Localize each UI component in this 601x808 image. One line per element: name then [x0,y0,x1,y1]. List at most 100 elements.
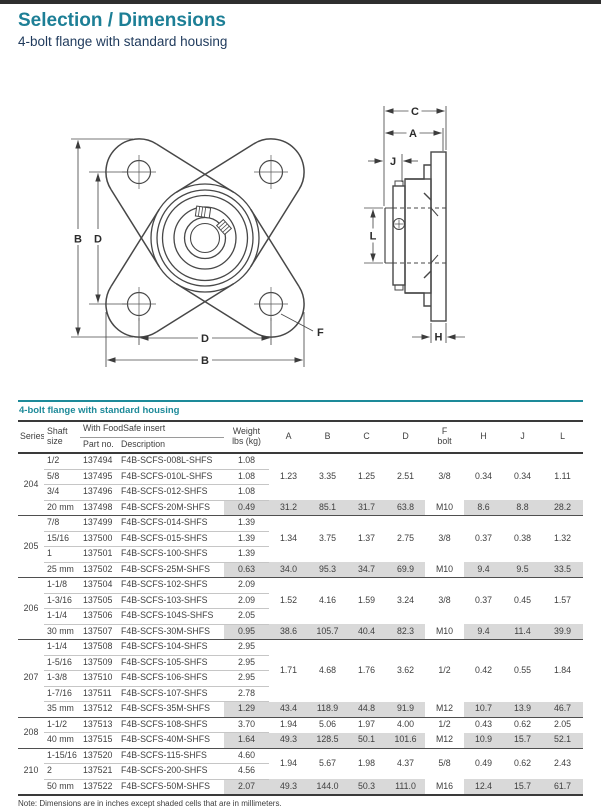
description-cell: F4B-SCFS-015-SHFS [118,531,225,547]
part-no-cell: 137499 [80,515,118,532]
shaft-size-cell: 35 mm [47,703,74,714]
shaft-size-cell: 5/8 [44,469,80,485]
description-cell: F4B-SCFS-104S-SHFS [118,608,225,625]
weight-cell: 1.29 [224,701,270,717]
side-dimension-labels: C A J L H [366,104,445,344]
dim-cell-b: 3.75 [308,515,348,562]
part-no-cell: 137510 [80,670,118,687]
dim-cell-f: 3/8 [425,577,465,624]
dim-cell-c: 1.76 [347,639,387,702]
dim-cell-c: 34.7 [347,562,387,578]
dim-cell-j: 0.38 [503,515,543,562]
weight-cell: 4.60 [224,747,270,764]
part-no-cell: 137521 [80,763,118,780]
weight-cell: 2.95 [224,639,270,656]
table-section: 4-bolt flange with standard housing Seri… [18,400,584,808]
series-cell: 206 [18,577,44,640]
dim-cell-d: 3.24 [386,577,426,624]
dim-cell-d: 4.37 [386,747,426,779]
dim-cell-j: 9.5 [503,562,543,578]
col-header-description: Description [118,437,225,454]
shaft-size-cell: 1-3/16 [44,593,80,609]
series-cell: 205 [18,515,44,578]
dim-cell-h: 0.34 [464,452,504,500]
dim-cell-c: 50.3 [347,779,387,795]
part-no-cell: 137496 [80,484,118,501]
weight-cell: 3.70 [224,716,270,733]
dim-label-J: J [390,156,396,168]
dim-cell-f: M12 [435,734,454,745]
locking-collar [392,185,406,286]
series-cell: 208 [18,716,44,748]
lower-boss-step [405,292,431,307]
leader-line-F [280,313,314,332]
col-header-A: A [269,420,309,454]
shaft-size-cell: 1-3/8 [44,670,80,687]
shaft-size-cell: 1-1/2 [44,716,80,733]
weight-cell: 1.64 [224,732,270,748]
shaft-size-cell: 25 mm [47,563,74,574]
spec-table: Series Shaft size With FoodSafe insert W… [18,420,584,796]
description-cell: F4B-SCFS-103-SHFS [118,593,225,609]
front-dimension-labels: B D D B F [71,229,324,367]
dim-cell-h: 9.4 [464,624,504,640]
dim-cell-f: M10 [435,501,454,512]
part-no-cell: 137511 [80,686,118,702]
description-cell: F4B-SCFS-108-SHFS [118,716,225,733]
dim-cell-f: M12 [435,703,454,714]
weight-cell: 2.05 [224,608,270,625]
dim-cell-l: 2.43 [542,747,584,779]
dim-cell-c: 50.1 [347,732,387,748]
dim-cell-b: 144.0 [308,779,348,795]
description-cell: F4B-SCFS-107-SHFS [118,686,225,702]
dim-cell-c: 44.8 [347,701,387,717]
part-no-cell: 137509 [80,655,118,671]
col-header-shaft-size: Shaft size [44,420,80,454]
description-cell: F4B-SCFS-105-SHFS [118,655,225,671]
weight-cell: 4.56 [224,763,270,780]
housing-circles [150,183,260,293]
dim-cell-l: 1.57 [542,577,584,624]
weight-cell: 1.39 [224,515,270,532]
dim-cell-c: 1.97 [347,716,387,733]
dim-cell-c: 1.98 [347,747,387,779]
dim-cell-b: 105.7 [308,624,348,640]
dim-cell-c: 1.37 [347,515,387,562]
dim-cell-a: 1.52 [269,577,309,624]
shaft-size-cell: 1 [44,546,80,563]
col-header-D: D [386,420,426,454]
dim-cell-l: 52.1 [542,732,584,748]
description-cell: F4B-SCFS-20M-SHFS [121,501,210,512]
description-cell: F4B-SCFS-50M-SHFS [121,780,210,791]
shaft-size-cell: 3/4 [44,484,80,501]
description-cell: F4B-SCFS-40M-SHFS [121,734,210,745]
dim-cell-c: 1.59 [347,577,387,624]
dim-cell-h: 12.4 [464,779,504,795]
flange-outline [105,138,305,338]
dim-cell-j: 0.62 [503,716,543,733]
col-header-J: J [503,420,543,454]
description-cell: F4B-SCFS-200-SHFS [118,763,225,780]
dim-cell-a: 1.94 [269,747,309,779]
dim-cell-j: 0.45 [503,577,543,624]
dim-cell-b: 3.35 [308,452,348,500]
part-no-cell: 137500 [80,531,118,547]
part-no-cell: 137502 [83,563,113,574]
front-view-drawing: B D D B F [71,138,324,367]
dim-cell-a: 49.3 [269,779,309,795]
dim-cell-f: M10 [435,563,454,574]
dim-cell-f: 5/8 [425,747,465,779]
dim-cell-f: 1/2 [425,716,465,733]
shaft-size-cell: 1-5/16 [44,655,80,671]
part-no-cell: 137501 [80,546,118,563]
